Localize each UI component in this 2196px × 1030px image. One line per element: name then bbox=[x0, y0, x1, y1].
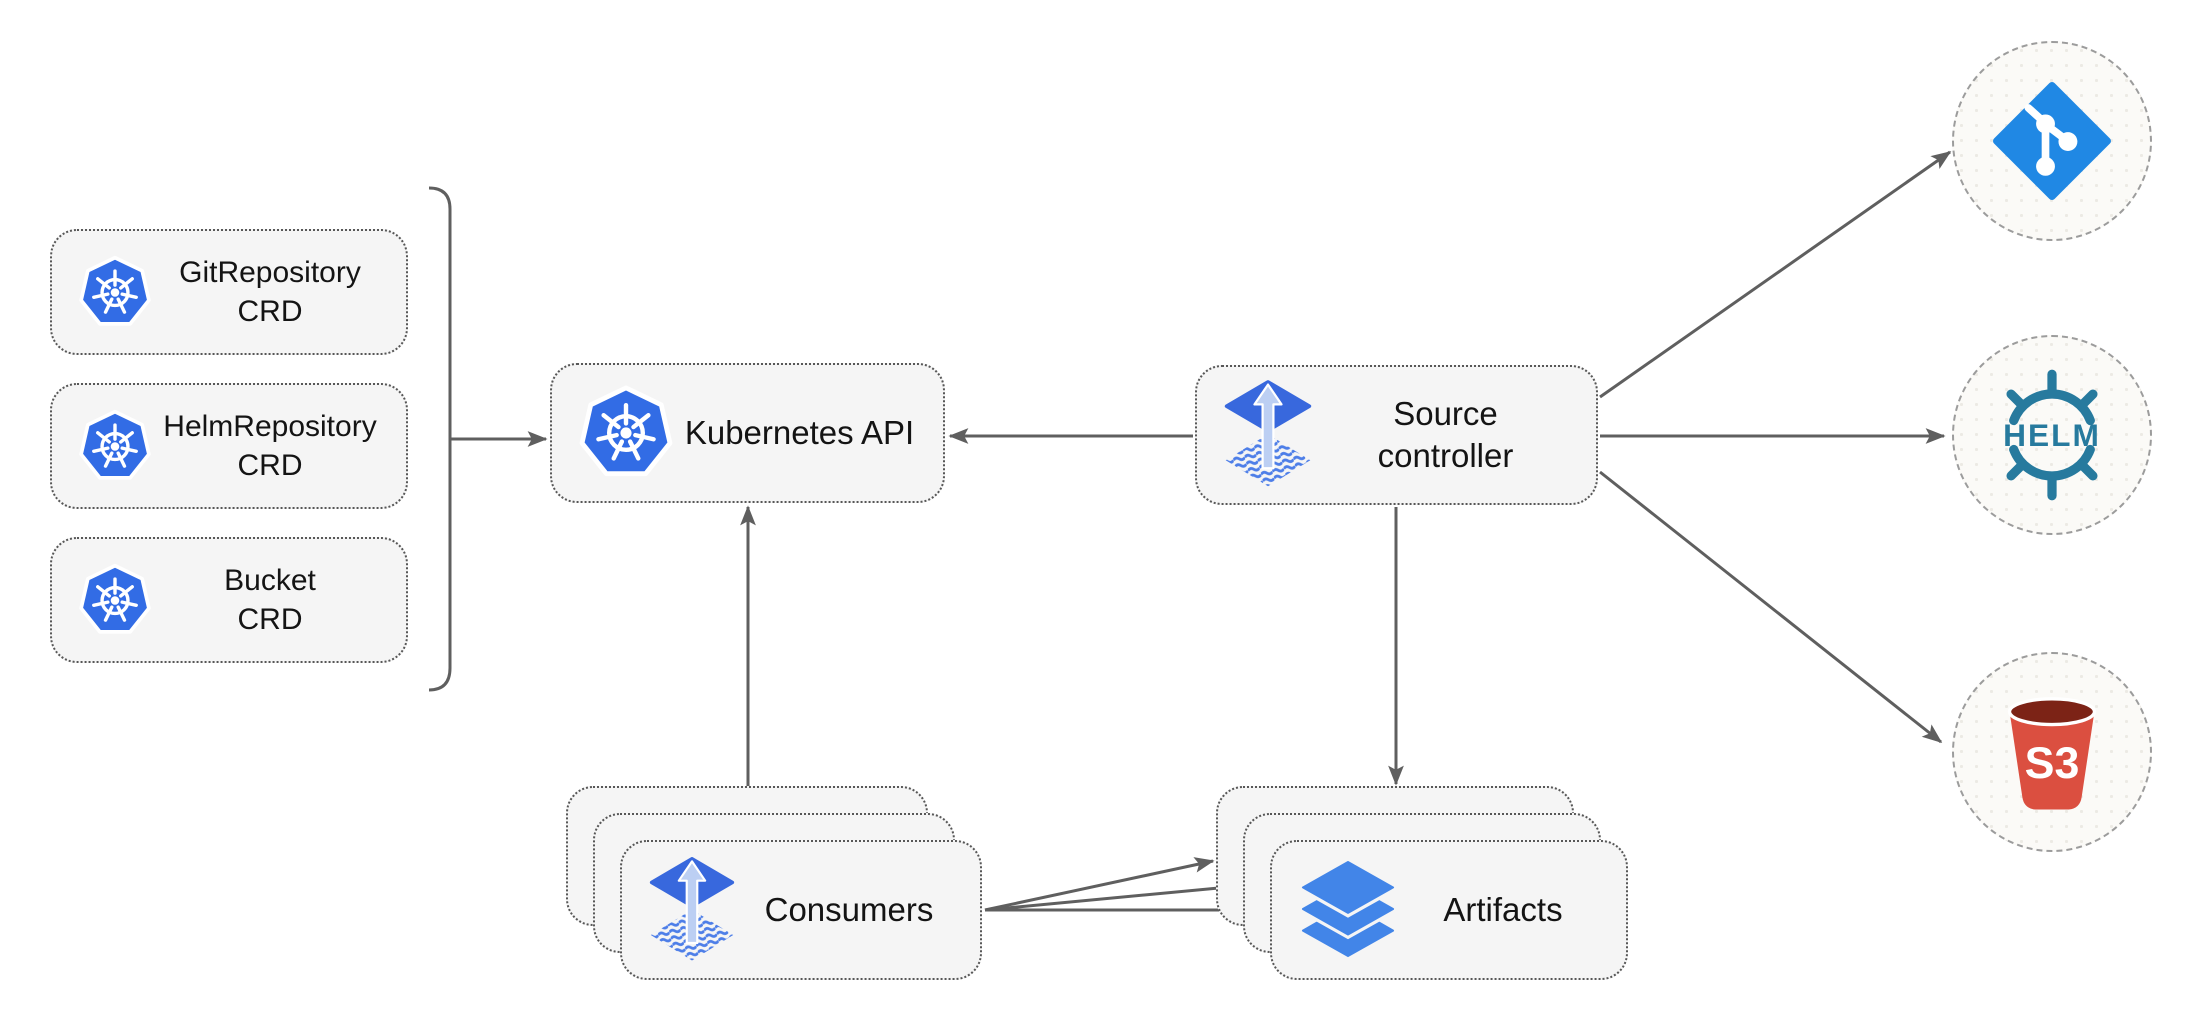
kubernetes-api-label: Kubernetes API bbox=[684, 414, 915, 451]
edge-source-controller-to-s3 bbox=[1599, 470, 1943, 744]
artifacts-label: Artifacts bbox=[1443, 891, 1563, 928]
source-controller-label: Source controller bbox=[1313, 393, 1578, 477]
crd-subtitle: CRD bbox=[237, 295, 303, 328]
crd-subtitle: CRD bbox=[237, 603, 303, 636]
crds-group-brace bbox=[428, 186, 452, 692]
s3-label: S3 bbox=[2025, 739, 2080, 788]
crd-subtitle: CRD bbox=[237, 449, 303, 482]
edge-consumers-to-artifacts-1 bbox=[984, 857, 1215, 912]
crd-label: GitRepository CRD bbox=[152, 253, 388, 331]
node-consumers: Consumers bbox=[620, 840, 982, 980]
source-controller-line2: controller bbox=[1377, 437, 1514, 474]
layers-icon bbox=[1301, 860, 1395, 958]
crd-title: HelmRepository bbox=[163, 410, 377, 443]
kubernetes-icon bbox=[579, 385, 673, 477]
external-helm-circle: HELM bbox=[1952, 335, 2152, 535]
node-kubernetes-api: Kubernetes API bbox=[550, 363, 945, 503]
consumers-label: Consumers bbox=[764, 891, 934, 928]
kubernetes-icon bbox=[79, 563, 151, 634]
crd-title: Bucket bbox=[224, 564, 316, 597]
edge-source-controller-to-git bbox=[1599, 150, 1952, 399]
crd-label: HelmRepository CRD bbox=[152, 407, 388, 485]
helm-icon: HELM bbox=[2003, 369, 2101, 501]
node-bucket-crd: Bucket CRD bbox=[50, 537, 408, 663]
node-gitrepository-crd: GitRepository CRD bbox=[50, 229, 408, 355]
kubernetes-icon bbox=[79, 409, 151, 480]
crd-label: Bucket CRD bbox=[152, 561, 388, 639]
node-helmrepository-crd: HelmRepository CRD bbox=[50, 383, 408, 509]
git-icon bbox=[1993, 82, 2111, 200]
external-git-circle bbox=[1952, 41, 2152, 241]
flux-icon bbox=[1224, 380, 1312, 487]
edge-consumers-to-artifacts-2 bbox=[984, 879, 1242, 912]
node-source-controller: Source controller bbox=[1195, 365, 1598, 505]
source-controller-line1: Source bbox=[1393, 395, 1498, 432]
helm-label: HELM bbox=[2003, 417, 2101, 453]
crd-title: GitRepository bbox=[179, 256, 361, 289]
kubernetes-icon bbox=[79, 255, 151, 326]
external-s3-circle: S3 bbox=[1952, 652, 2152, 852]
s3-bucket-icon: S3 bbox=[2007, 696, 2097, 810]
flux-icon bbox=[649, 856, 735, 960]
node-artifacts: Artifacts bbox=[1270, 840, 1628, 980]
